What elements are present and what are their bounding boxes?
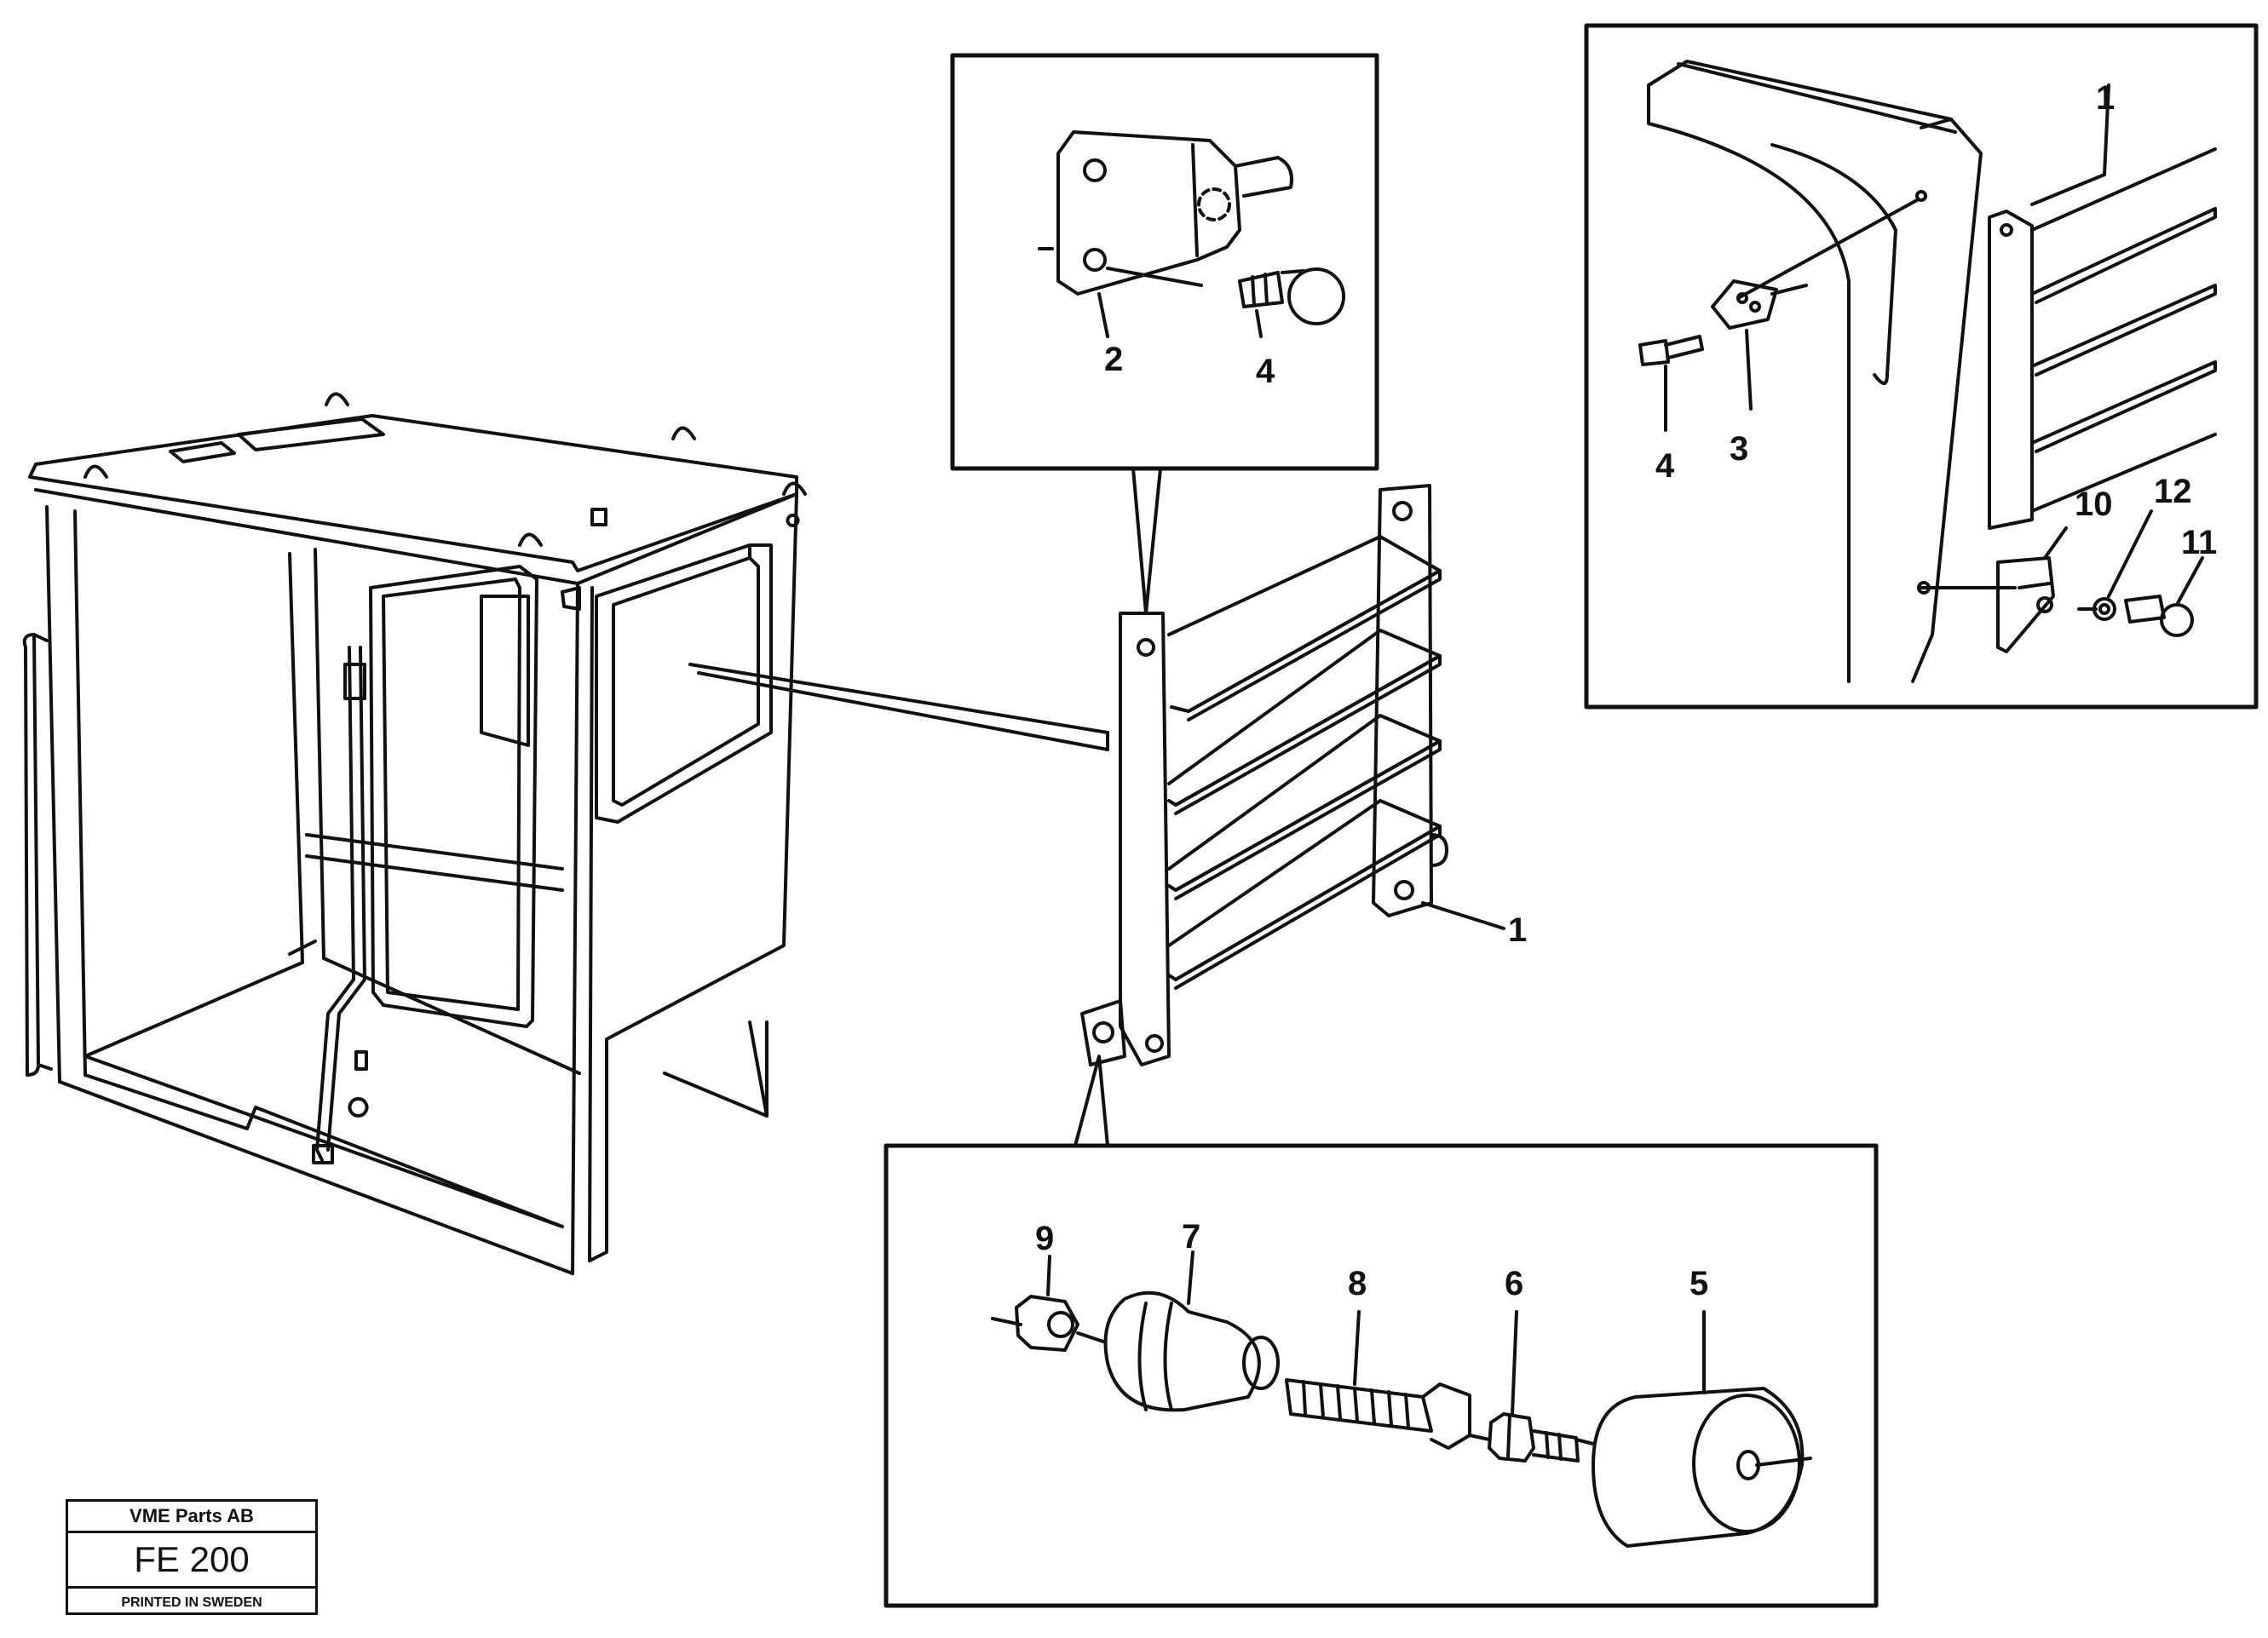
title-stamp: VME Parts AB FE 200 PRINTED IN SWEDEN	[66, 1499, 318, 1615]
stamp-code: FE 200	[68, 1533, 315, 1589]
bottom-detail-parts	[991, 1250, 1812, 1548]
detail-frame-top	[950, 53, 1379, 471]
callout-11: 11	[2181, 524, 2217, 561]
callout-3: 3	[1730, 430, 1748, 468]
callout-1-main: 1	[1508, 911, 1527, 949]
callout-8: 8	[1348, 1265, 1367, 1302]
top-detail-parts	[1038, 130, 1345, 338]
callout-2: 2	[1104, 341, 1123, 378]
callout-4-top: 4	[1256, 353, 1275, 390]
right-detail-parts	[1638, 60, 2217, 683]
callout-10: 10	[2075, 486, 2113, 523]
callout-6: 6	[1505, 1265, 1523, 1302]
callout-5: 5	[1689, 1265, 1708, 1302]
callout-1-right: 1	[2096, 79, 2115, 117]
stamp-printed: PRINTED IN SWEDEN	[121, 1595, 262, 1610]
callout-7: 7	[1182, 1218, 1200, 1256]
pointer-cab-to-louvre	[688, 663, 1109, 734]
cab-illustration	[22, 392, 807, 1275]
callout-4-right: 4	[1655, 447, 1675, 485]
louvre-assembly	[1080, 484, 1505, 1066]
detail-frame-bottom	[884, 1143, 1879, 1608]
stamp-company: VME Parts AB	[68, 1502, 315, 1533]
detail-frame-right	[1584, 23, 2259, 710]
callout-9: 9	[1035, 1220, 1054, 1257]
callout-12: 12	[2154, 473, 2192, 510]
